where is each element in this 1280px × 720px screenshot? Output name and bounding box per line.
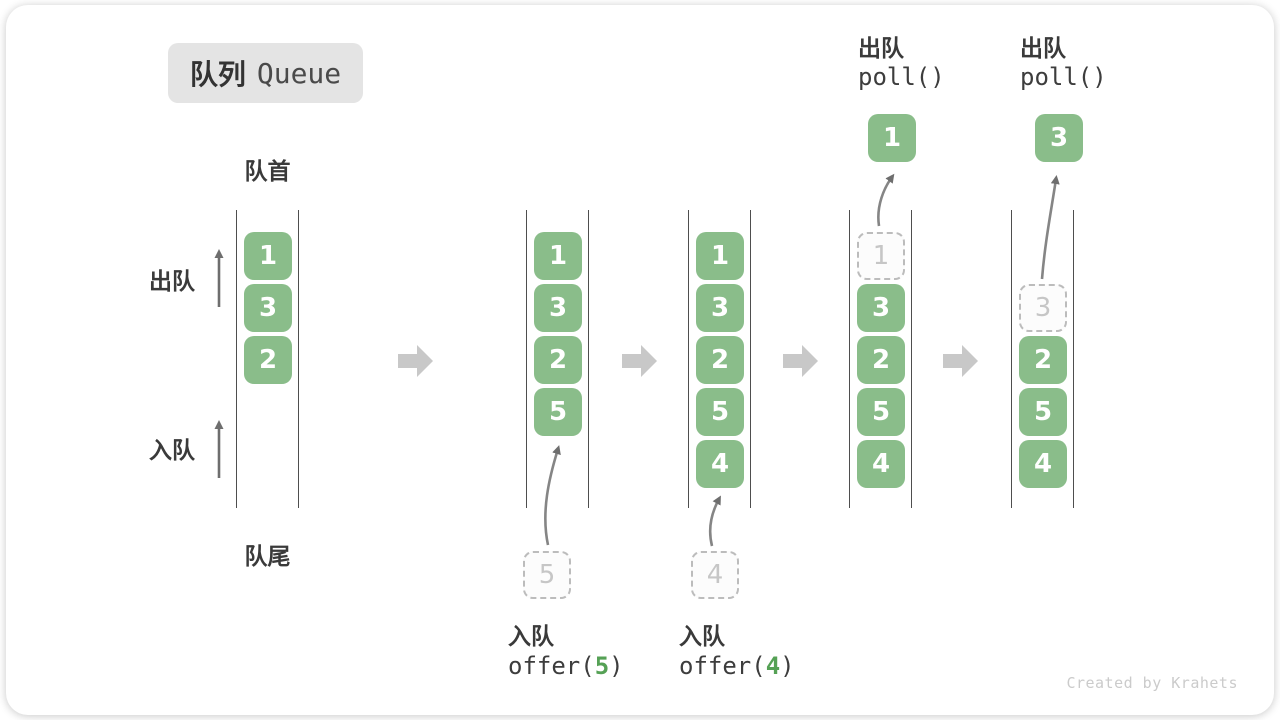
queue-item: 4 [857,440,905,488]
queue-walls [688,210,751,508]
queue-item: 4 [1019,440,1067,488]
code-arg: 5 [594,652,610,680]
queue-item: 5 [696,388,744,436]
queue-item-polled: 3 [1035,114,1083,162]
next-state-arrow-icon [398,345,433,377]
op-enqueue-label: 入队 [679,623,725,649]
code-end: ) [609,652,624,680]
queue-item: 3 [696,284,744,332]
code-end: ) [780,652,795,680]
next-state-arrow-icon [783,345,818,377]
queue-item: 2 [1019,336,1067,384]
code-fn: offer( [679,652,766,680]
queue-item-pending: 4 [691,551,739,599]
queue-item: 3 [244,284,292,332]
code-arg: 4 [765,652,781,680]
label-enqueue-side: 入队 [149,437,195,463]
label-queue-rear: 队尾 [244,543,291,569]
op-enqueue-code: offer(5) [508,652,624,680]
queue-item-removed: 3 [1019,284,1067,332]
queue-item-removed: 1 [857,232,905,280]
queue-item-pending: 5 [523,551,571,599]
queue-walls [236,210,299,508]
title-zh: 队列 [189,59,246,90]
queue-item: 3 [857,284,905,332]
code-fn: offer( [508,652,595,680]
op-enqueue-label: 入队 [508,623,554,649]
queue-item: 2 [696,336,744,384]
title-en: Queue [256,56,342,90]
queue-item: 1 [244,232,292,280]
queue-walls [1011,210,1074,508]
queue-item: 3 [534,284,582,332]
queue-item: 4 [696,440,744,488]
queue-item: 2 [534,336,582,384]
op-dequeue-code: poll() [1020,63,1107,91]
next-state-arrow-icon [622,345,657,377]
op-enqueue-code: offer(4) [679,652,795,680]
queue-item-polled: 1 [868,114,916,162]
queue-item: 2 [244,336,292,384]
op-dequeue-label: 出队 [858,35,904,61]
op-dequeue-code: poll() [858,63,945,91]
queue-item: 1 [696,232,744,280]
queue-item: 1 [534,232,582,280]
queue-walls [526,210,589,508]
watermark: Created by Krahets [1066,674,1238,692]
label-queue-front: 队首 [244,158,291,184]
queue-item: 2 [857,336,905,384]
next-state-arrow-icon [943,345,978,377]
queue-item: 5 [1019,388,1067,436]
queue-item: 5 [857,388,905,436]
queue-item: 5 [534,388,582,436]
queue-walls [849,210,912,508]
op-dequeue-label: 出队 [1020,35,1066,61]
label-dequeue-side: 出队 [149,268,195,294]
title-badge: 队列 Queue [168,43,363,103]
